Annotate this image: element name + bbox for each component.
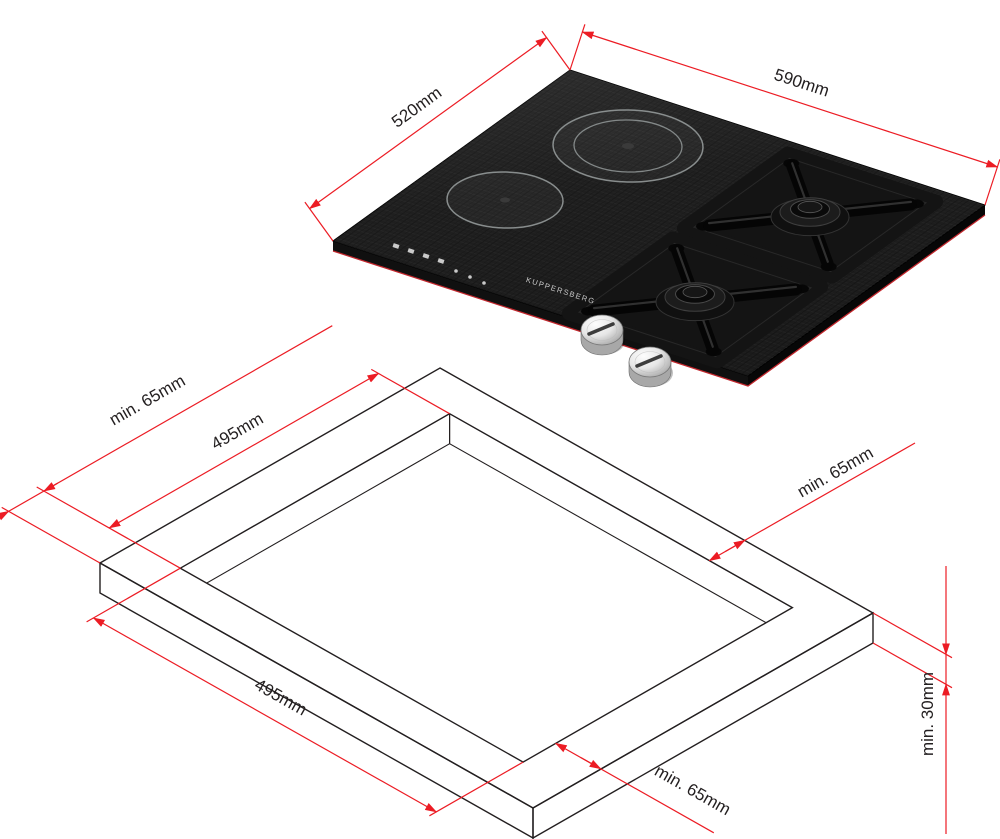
label-worktop-thickness: min. 30mm xyxy=(918,672,937,756)
dimension-cutout-width: 495mm xyxy=(86,567,524,817)
dimension-clearance-right: min. 65mm xyxy=(708,442,916,562)
dimension-clearance-top-left: min. 65mm xyxy=(0,325,333,569)
control-knob-left xyxy=(580,314,625,356)
hob-side-right xyxy=(748,205,985,386)
touch-controls xyxy=(392,243,486,285)
hob-bottom-edge-accent xyxy=(332,214,986,387)
cutout-inner-wall-right xyxy=(449,413,793,639)
dimension-worktop-thickness: min. 30mm xyxy=(872,566,953,834)
label-hob-depth: 520mm xyxy=(388,83,445,132)
label-hob-width: 590mm xyxy=(772,65,832,101)
dimension-clearance-bottom: min. 65mm xyxy=(554,742,734,834)
control-knob-right xyxy=(628,346,673,388)
label-clearance-bottom: min. 65mm xyxy=(651,761,734,819)
label-clearance-top-left: min. 65mm xyxy=(106,371,188,429)
hob: KUPPERSBERG xyxy=(331,69,987,388)
label-cutout-depth: 495mm xyxy=(208,409,267,454)
worktop-dimensions: min. 65mm 495mm min. 65mm min. 65mm 495m… xyxy=(0,325,953,834)
worktop-side-front-left xyxy=(99,561,534,839)
